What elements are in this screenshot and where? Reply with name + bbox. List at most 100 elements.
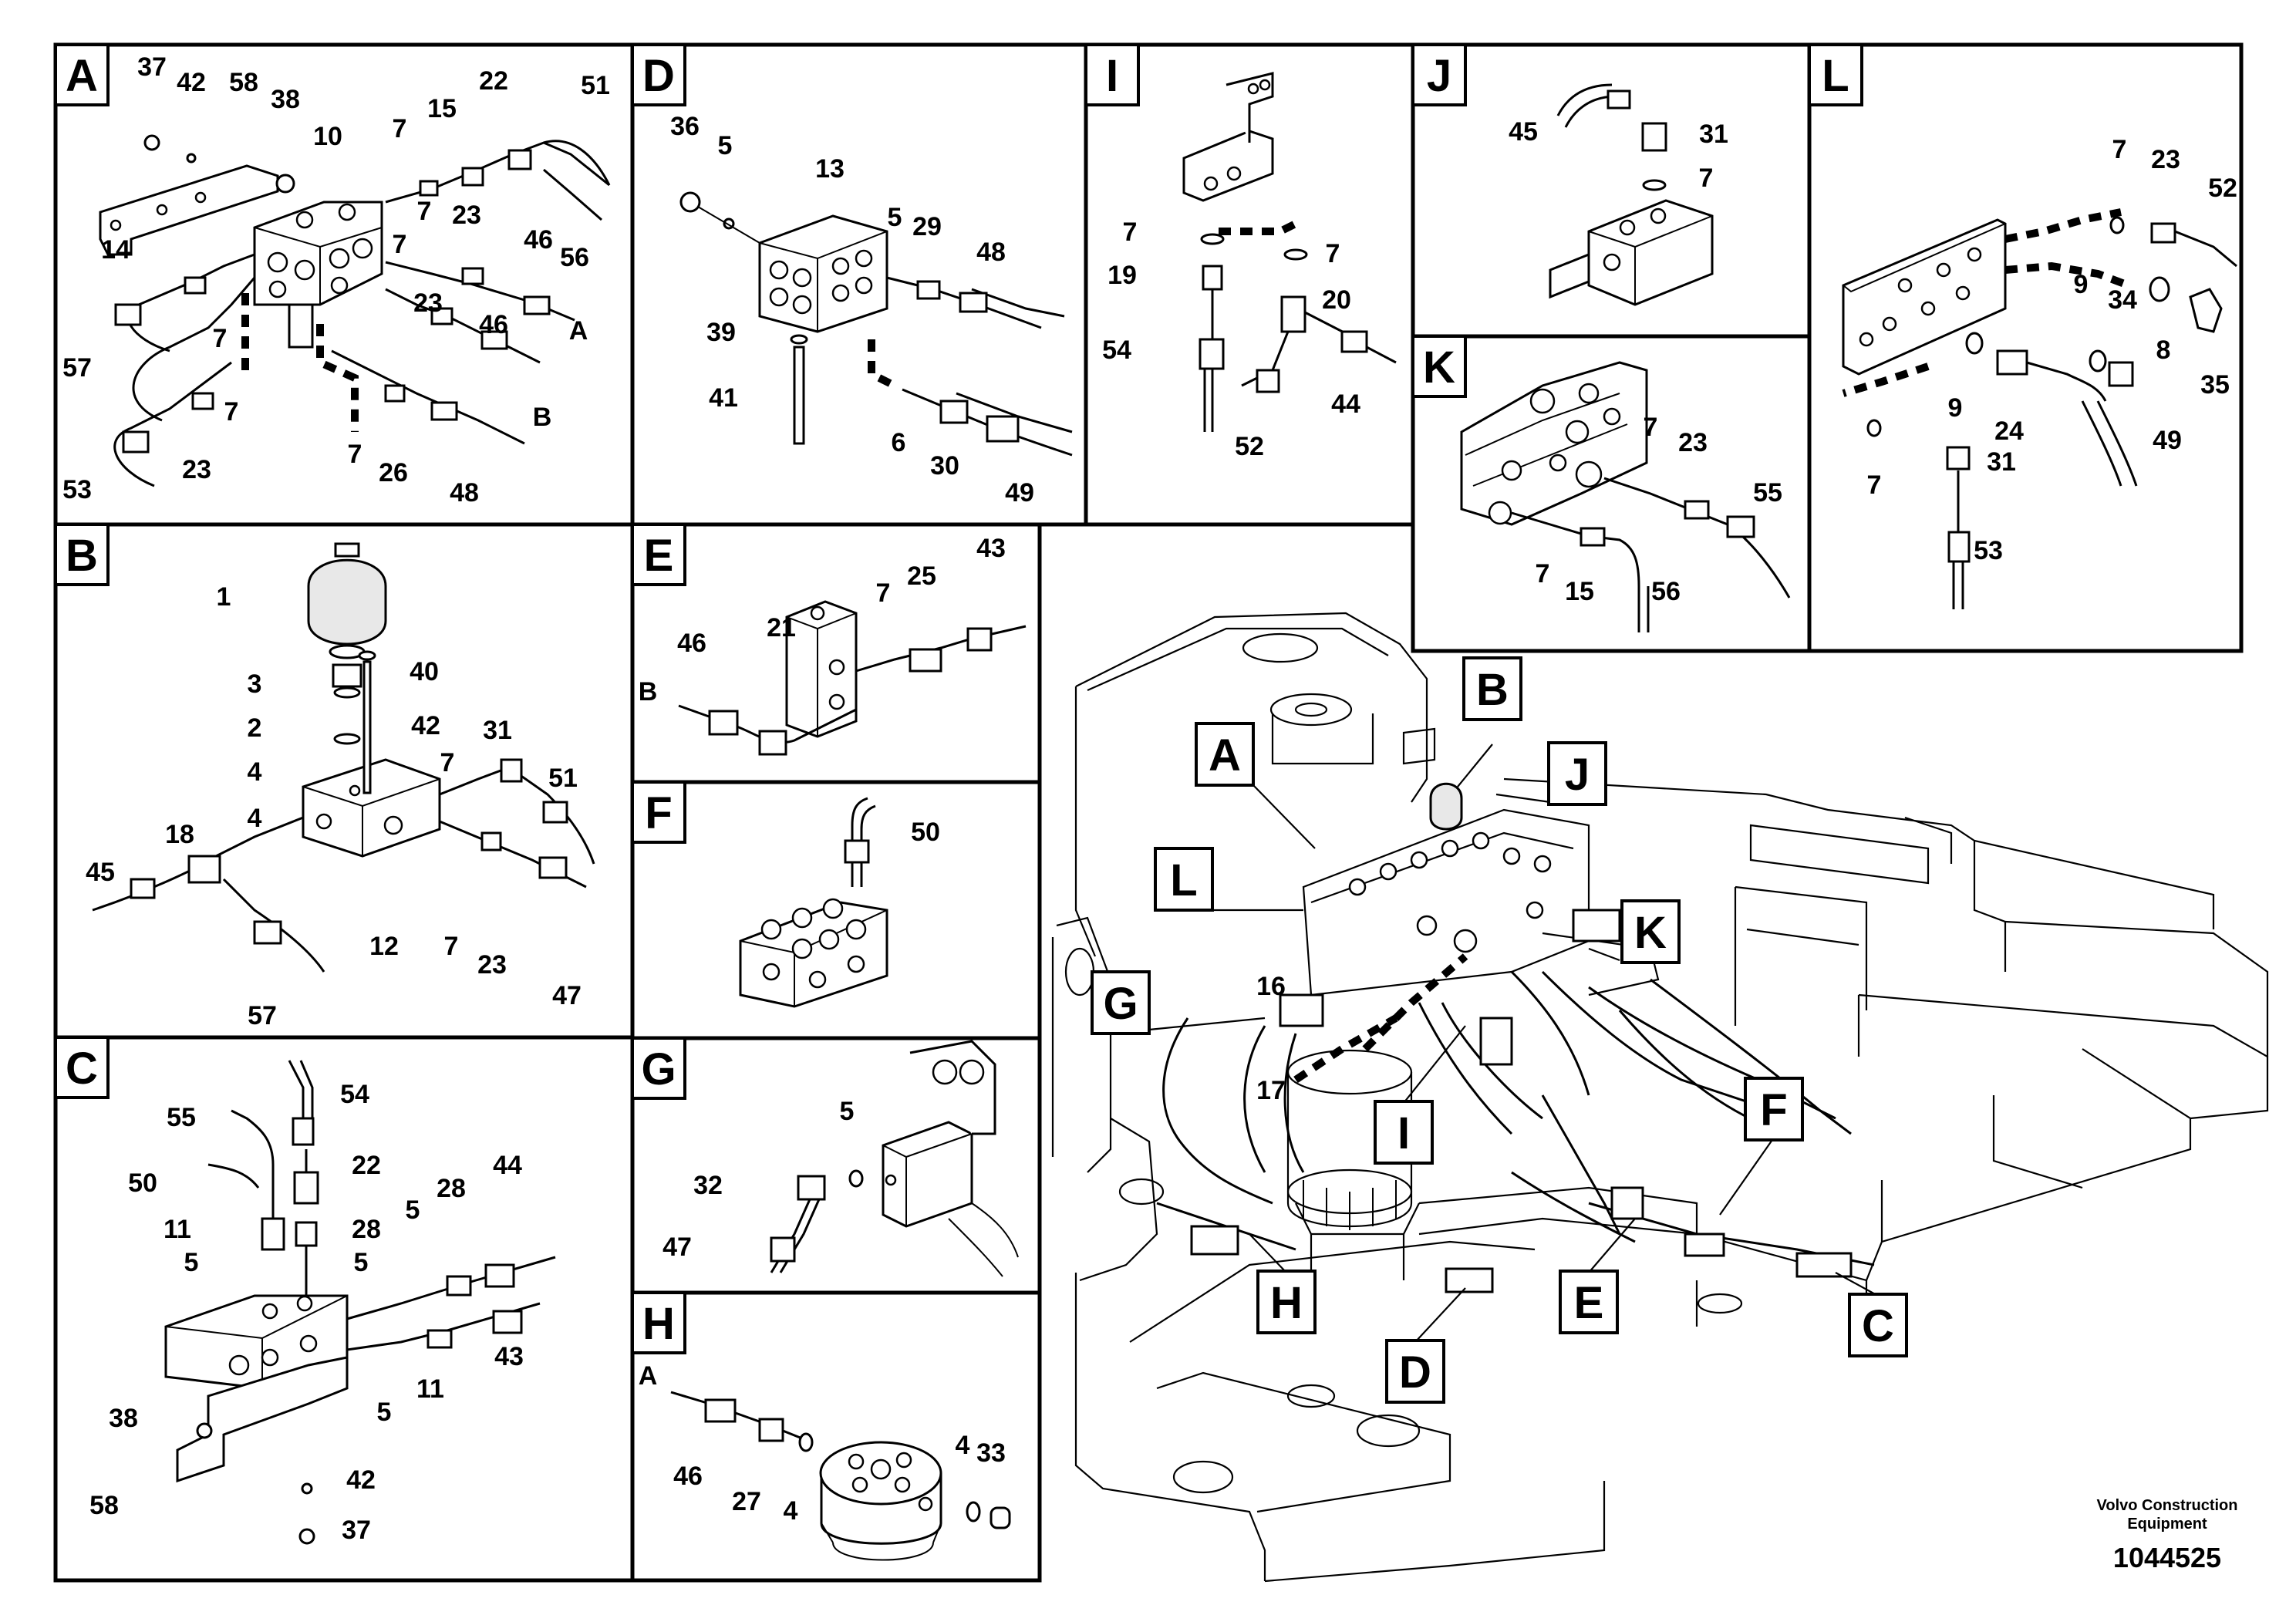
panel-I-drawing bbox=[1182, 72, 1397, 432]
callout-number: 4 bbox=[248, 757, 262, 787]
panel-B-tag-box bbox=[54, 523, 110, 586]
callout-number: 7 bbox=[1123, 218, 1138, 247]
panel-A-tag: A bbox=[66, 51, 98, 101]
callout-number: 7 bbox=[1867, 470, 1882, 500]
callout-number: 44 bbox=[493, 1151, 522, 1180]
callout-number: 58 bbox=[89, 1491, 119, 1520]
overview-leaders bbox=[1148, 744, 1879, 1343]
panel-A-drawing bbox=[99, 134, 611, 487]
panel-E-tag: E bbox=[644, 531, 674, 581]
panel-D-drawing bbox=[679, 191, 1073, 457]
callout-number: 5 bbox=[840, 1097, 855, 1126]
panel-I-tag: I bbox=[1106, 51, 1118, 101]
panel-F-tag: F bbox=[645, 788, 672, 838]
panel-C-tag-box bbox=[54, 1036, 110, 1099]
overview-tag-label: I bbox=[1397, 1108, 1410, 1158]
callout-number: 38 bbox=[271, 85, 300, 114]
callout-number: 7 bbox=[348, 440, 362, 469]
callout-number: 44 bbox=[1331, 389, 1360, 419]
callout-number: 55 bbox=[1753, 478, 1782, 508]
callout-number: 53 bbox=[1974, 536, 2003, 565]
overview-tag-G: G bbox=[1091, 970, 1151, 1035]
callout-number: 7 bbox=[1699, 164, 1714, 193]
callout-number: 50 bbox=[911, 818, 940, 847]
panel-C-drawing bbox=[164, 1060, 556, 1545]
callout-number: 23 bbox=[2151, 145, 2180, 174]
callout-number: 4 bbox=[248, 804, 262, 833]
panel-L-tag-box bbox=[1808, 43, 1863, 106]
callout-number: 15 bbox=[427, 94, 457, 123]
callout-number: 37 bbox=[137, 52, 167, 82]
callout-number: 38 bbox=[109, 1404, 138, 1433]
overview-tag-label: B bbox=[1476, 665, 1509, 715]
callout-number: 7 bbox=[876, 578, 891, 608]
overview-tag-box bbox=[1256, 1270, 1317, 1334]
callout-number: 41 bbox=[709, 383, 738, 413]
callout-number: 31 bbox=[1699, 120, 1728, 149]
overview-tag-J: J bbox=[1547, 741, 1607, 806]
callout-number: 57 bbox=[248, 1001, 277, 1030]
overview-tag-label: H bbox=[1270, 1278, 1303, 1328]
callout-number: 23 bbox=[1678, 428, 1708, 457]
callout-number: 7 bbox=[2112, 135, 2127, 164]
overview-tag-box bbox=[1744, 1077, 1804, 1141]
callout-number: 7 bbox=[440, 748, 455, 777]
callout-number: 25 bbox=[907, 561, 936, 591]
panel-B-drawing bbox=[92, 542, 595, 973]
panel-G-tag: G bbox=[641, 1044, 676, 1094]
panel-K-tag-box bbox=[1411, 335, 1467, 398]
overview-tag-A: A bbox=[1195, 722, 1255, 787]
callout-number: 29 bbox=[912, 212, 942, 241]
callout-number: 9 bbox=[1948, 393, 1963, 423]
overview-tag-box bbox=[1374, 1100, 1434, 1165]
panel-J-drawing bbox=[1549, 83, 1714, 306]
overview-callout-number: 16 bbox=[1256, 972, 1286, 1001]
panel-G-drawing bbox=[770, 1040, 1019, 1277]
callout-number: 46 bbox=[677, 629, 706, 658]
overview-tag-label: A bbox=[1209, 730, 1241, 781]
callout-number: 42 bbox=[177, 68, 206, 97]
callout-number: 9 bbox=[2074, 270, 2089, 299]
callout-number: 7 bbox=[417, 197, 432, 226]
callout-number: 53 bbox=[62, 475, 92, 504]
overview-tag-label: C bbox=[1862, 1301, 1894, 1351]
panel-E-drawing bbox=[678, 600, 1027, 756]
callout-number: 37 bbox=[342, 1516, 371, 1545]
callout-number: 34 bbox=[2108, 285, 2137, 315]
callout-number: 48 bbox=[976, 238, 1006, 267]
callout-number: 51 bbox=[548, 764, 578, 793]
callout-number: 1 bbox=[217, 582, 231, 612]
panel-B-tag: B bbox=[66, 531, 98, 581]
callout-number: 5 bbox=[718, 131, 733, 160]
callout-number: 47 bbox=[552, 981, 582, 1010]
callout-number: 50 bbox=[128, 1168, 157, 1198]
callout-number: 7 bbox=[1326, 239, 1340, 268]
callout-number: 4 bbox=[956, 1431, 970, 1460]
callout-number: 7 bbox=[393, 230, 407, 259]
callout-number: 11 bbox=[164, 1215, 191, 1244]
overview-tag-label: F bbox=[1760, 1085, 1787, 1135]
callout-number: 42 bbox=[411, 711, 440, 740]
callout-number: 27 bbox=[732, 1487, 761, 1516]
overview-drawing bbox=[1051, 612, 2269, 1583]
callout-number: 11 bbox=[416, 1374, 444, 1404]
callout-number: 7 bbox=[224, 397, 239, 427]
overview-tag-box bbox=[1154, 847, 1214, 912]
callout-number: 57 bbox=[62, 353, 92, 383]
callout-number: 5 bbox=[406, 1195, 420, 1225]
overview-tag-box bbox=[1559, 1270, 1619, 1334]
panel-H-drawing bbox=[670, 1391, 1011, 1561]
panel-L-drawing bbox=[1842, 208, 2237, 609]
panel-I-tag-box bbox=[1084, 43, 1140, 106]
overview-tag-F: F bbox=[1744, 1077, 1804, 1141]
callout-number: 8 bbox=[2156, 336, 2171, 365]
overview-tag-label: K bbox=[1634, 908, 1667, 958]
callout-number: 15 bbox=[1565, 577, 1594, 606]
brand-line-1: Volvo Construction bbox=[2097, 1497, 2238, 1514]
brand-line-2: Equipment bbox=[2127, 1516, 2207, 1533]
